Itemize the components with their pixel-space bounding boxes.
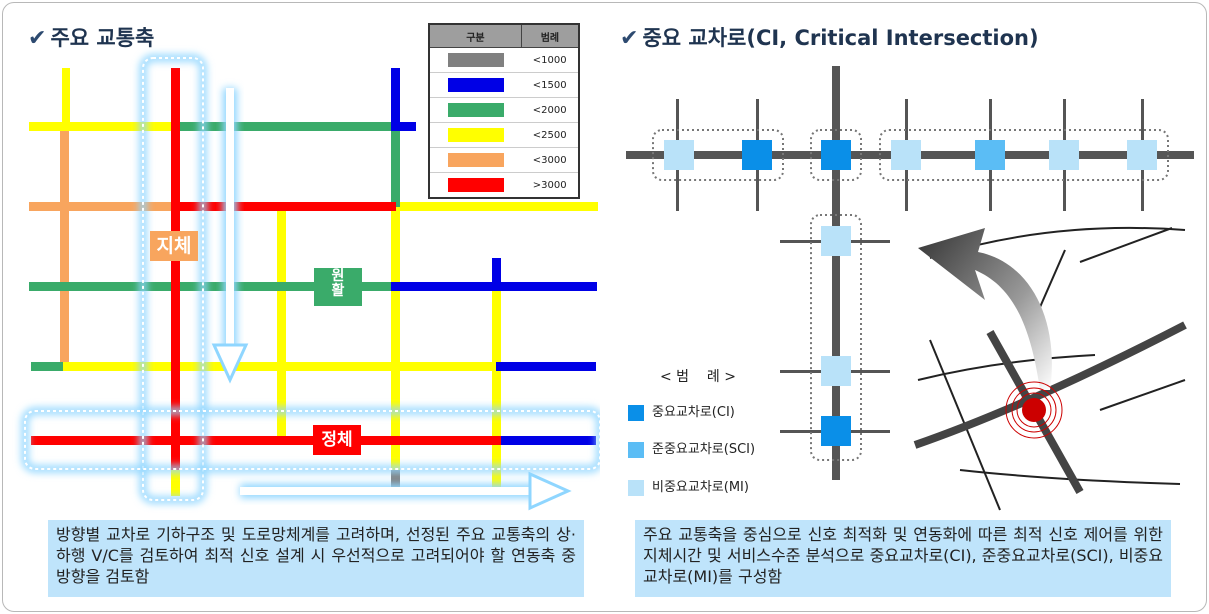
intersection-legend-label: 준중요교차로(SCI) bbox=[652, 442, 756, 457]
legend-row: <2000 bbox=[429, 97, 579, 123]
legend-label: <2500 bbox=[521, 122, 579, 148]
road-segment bbox=[277, 206, 286, 440]
legend-swatch bbox=[447, 78, 504, 92]
check-icon: ✔ bbox=[620, 26, 639, 51]
intersection-legend-label: 중요교차로(CI) bbox=[652, 405, 735, 420]
road-segment bbox=[176, 202, 396, 211]
road-segment bbox=[171, 68, 180, 490]
intersection-legend-title: < 범 례 > bbox=[660, 369, 736, 385]
legend-swatch bbox=[628, 404, 644, 421]
road-network-map bbox=[21, 54, 600, 511]
road-segment bbox=[391, 202, 598, 211]
road-segment bbox=[31, 362, 63, 371]
congestion-label: 정체 bbox=[313, 425, 361, 455]
legend-row: <1500 bbox=[429, 72, 579, 98]
legend-header-category: 구분 bbox=[428, 23, 522, 48]
road-segment bbox=[171, 470, 180, 496]
direction-arrow-down bbox=[211, 88, 249, 384]
legend-swatch bbox=[447, 153, 504, 167]
right-title: ✔중요 교차로(CI, Critical Intersection) bbox=[620, 26, 1039, 51]
legend-row: >3000 bbox=[429, 172, 579, 199]
legend-swatch bbox=[447, 128, 504, 142]
road-segment bbox=[391, 125, 400, 207]
intersection-legend-item: 준중요교차로(SCI) bbox=[628, 438, 755, 458]
intersection-legend-label: 비중요교차로(MI) bbox=[652, 480, 749, 495]
highlight-corridor-horizontal bbox=[21, 407, 600, 473]
legend-label: <1500 bbox=[521, 72, 579, 98]
legend-label: <1000 bbox=[521, 47, 579, 73]
right-description: 주요 교통축을 중심으로 신호 최적화 및 연동화에 따른 최적 신호 제어를 … bbox=[635, 520, 1171, 597]
legend-header-legend: 범례 bbox=[520, 23, 580, 48]
intersection-legend-item: 비중요교차로(MI) bbox=[628, 476, 749, 496]
legend-swatch bbox=[628, 479, 644, 496]
road-segment bbox=[62, 68, 70, 130]
road-segment bbox=[391, 68, 400, 128]
direction-arrow-right bbox=[240, 471, 572, 511]
road-segment bbox=[391, 122, 416, 131]
road-segment bbox=[496, 362, 596, 371]
legend-swatch bbox=[447, 103, 504, 117]
legend-row: <1000 bbox=[429, 47, 579, 73]
road-segment bbox=[31, 362, 501, 371]
road-segment bbox=[60, 126, 69, 370]
delay-label: 지체 bbox=[150, 231, 198, 261]
legend-swatch bbox=[447, 53, 504, 67]
highlight-corridor-vertical bbox=[139, 54, 207, 504]
left-title: ✔주요 교통축 bbox=[28, 26, 155, 51]
road-segment bbox=[492, 282, 501, 492]
legend-label: <3000 bbox=[521, 147, 579, 173]
legend-row: <3000 bbox=[429, 147, 579, 173]
left-description: 방향별 교차로 기하구조 및 도로망체계를 고려하며, 선정된 주요 교통축의 … bbox=[48, 520, 584, 597]
road-segment bbox=[31, 436, 501, 445]
road-segment bbox=[29, 202, 179, 211]
legend-swatch bbox=[628, 441, 644, 458]
road-segment bbox=[492, 258, 501, 288]
vc-legend-table: 구분 범례 <1000<1500<2000<2500<3000>3000 bbox=[428, 23, 580, 199]
road-segment bbox=[179, 122, 398, 131]
road-segment bbox=[391, 470, 400, 492]
legend-swatch bbox=[447, 178, 504, 192]
legend-row: <2500 bbox=[429, 122, 579, 148]
road-segment bbox=[496, 436, 596, 445]
legend-label: <2000 bbox=[521, 97, 579, 123]
check-icon: ✔ bbox=[28, 26, 47, 51]
intersection-legend-item: 중요교차로(CI) bbox=[628, 401, 735, 421]
road-segment bbox=[29, 282, 391, 291]
road-segment bbox=[29, 122, 179, 131]
legend-label: >3000 bbox=[521, 172, 579, 199]
road-segment bbox=[391, 202, 400, 492]
